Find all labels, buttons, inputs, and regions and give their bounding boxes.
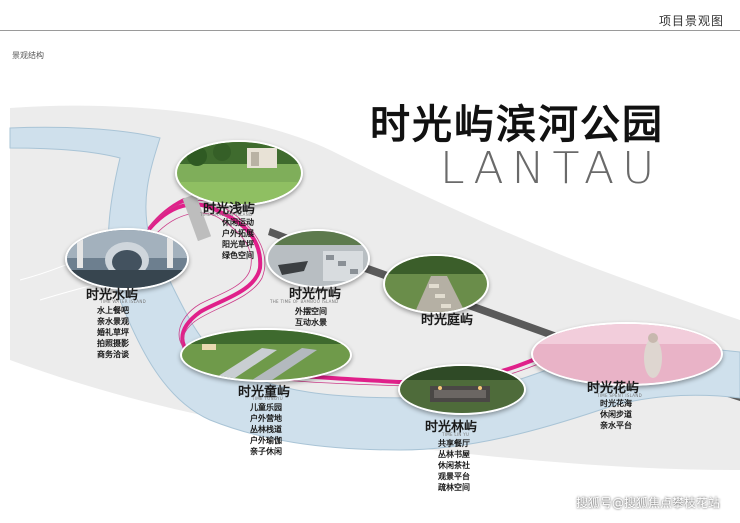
feature-item: 亲子休闲 bbox=[250, 447, 282, 456]
island-zhu-image bbox=[266, 229, 370, 288]
feature-item: 儿童乐园 bbox=[250, 403, 282, 412]
island-ting-image bbox=[383, 254, 489, 314]
island-lin-name: 时光林屿 bbox=[425, 420, 478, 435]
island-lin-features: 共享餐厅 丛林书屋 休闲茶社 观景平台 疏林空间 bbox=[438, 438, 470, 493]
feature-item: 亲水平台 bbox=[600, 421, 632, 430]
feature-item: 户外营地 bbox=[250, 414, 282, 423]
island-zhu-en: THE TIME OF BAMBOO ISLAND bbox=[270, 299, 339, 304]
island-hua-name: 时光花屿 bbox=[587, 381, 640, 396]
feature-item: 商务洽谈 bbox=[97, 350, 129, 359]
feature-item: 休闲运动 bbox=[222, 218, 254, 227]
island-qian-image bbox=[175, 140, 303, 206]
island-hua-image bbox=[531, 322, 723, 386]
island-tong-name: 时光童屿 bbox=[238, 385, 291, 400]
feature-item: 亲水景观 bbox=[97, 317, 129, 326]
island-tong-features: 儿童乐园 户外营地 丛林栈道 户外瑜伽 亲子休闲 bbox=[250, 402, 282, 457]
park-title-cn: 时光屿滨河公园 bbox=[370, 102, 664, 148]
feature-item: 休闲茶社 bbox=[438, 461, 470, 470]
island-hua-features: 时光花海 休闲步道 亲水平台 bbox=[600, 398, 632, 431]
island-qian-features: 休闲运动 户外拓展 阳光草坪 绿色空间 bbox=[222, 217, 254, 261]
forest-deck-illustration bbox=[400, 366, 524, 413]
feature-item: 疏林空间 bbox=[438, 483, 470, 492]
feature-item: 户外瑜伽 bbox=[250, 436, 282, 445]
island-tong-image bbox=[180, 328, 352, 382]
feature-item: 绿色空间 bbox=[222, 251, 254, 260]
island-hua-en: TIME SPENT ISLAND bbox=[597, 393, 643, 398]
water-scene-illustration bbox=[67, 230, 187, 288]
island-ting-name: 时光庭屿 bbox=[421, 313, 474, 328]
playground-illustration bbox=[182, 330, 350, 380]
courtyard-illustration bbox=[385, 256, 487, 312]
flower-field-illustration bbox=[533, 324, 721, 384]
watermark: 搜狐号@搜狐焦点攀枝花站 bbox=[575, 496, 720, 510]
island-zhu-features: 外摆空间 互动水景 bbox=[295, 306, 327, 328]
bamboo-plaza-illustration bbox=[268, 231, 368, 286]
header-label: 项目景观图 bbox=[658, 14, 724, 28]
island-shui-features: 水上餐吧 亲水景观 婚礼草坪 拍照摄影 商务洽谈 bbox=[97, 305, 129, 360]
island-tong-en: TIME TONGYU bbox=[252, 396, 284, 401]
feature-item: 阳光草坪 bbox=[222, 240, 254, 249]
island-shui-name: 时光水屿 bbox=[86, 288, 139, 303]
feature-item: 观景平台 bbox=[438, 472, 470, 481]
island-shui-en: TIME WATER ISLAND bbox=[100, 299, 147, 304]
feature-item: 外摆空间 bbox=[295, 307, 327, 316]
feature-item: 拍照摄影 bbox=[97, 339, 129, 348]
island-shui-image bbox=[65, 228, 189, 290]
header-rule bbox=[0, 30, 740, 31]
feature-item: 休闲步道 bbox=[600, 410, 632, 419]
feature-item: 丛林栈道 bbox=[250, 425, 282, 434]
island-lin-en: TIME LIN YU bbox=[442, 432, 470, 437]
feature-item: 共享餐厅 bbox=[438, 439, 470, 448]
feature-item: 户外拓展 bbox=[222, 229, 254, 238]
island-qian-en: TIME SHALLOW ISLAND bbox=[200, 212, 253, 217]
feature-item: 婚礼草坪 bbox=[97, 328, 129, 337]
island-lin-image bbox=[398, 364, 526, 415]
feature-item: 丛林书屋 bbox=[438, 450, 470, 459]
island-zhu-name: 时光竹屿 bbox=[289, 287, 342, 302]
feature-item: 时光花海 bbox=[600, 399, 632, 408]
feature-item: 互动水景 bbox=[295, 318, 327, 327]
island-qian-name: 时光浅屿 bbox=[203, 202, 256, 217]
feature-item: 水上餐吧 bbox=[97, 306, 129, 315]
park-title-en: LANTAU bbox=[440, 143, 663, 194]
section-label: 景观结构 bbox=[12, 51, 44, 60]
lawn-scene-illustration bbox=[177, 142, 301, 204]
bridge bbox=[182, 193, 212, 242]
